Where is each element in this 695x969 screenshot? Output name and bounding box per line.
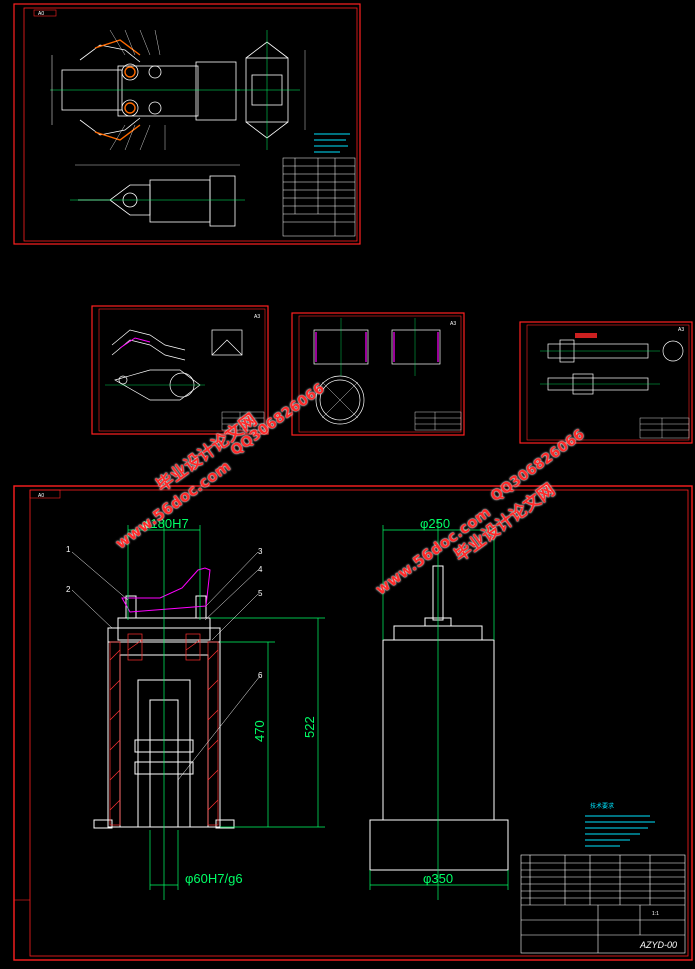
dim-522: 522 — [302, 716, 317, 738]
dim-bottom-right: φ350 — [423, 871, 453, 886]
dim-top-left: φ180H7 — [142, 516, 189, 531]
dim-top-right: φ250 — [420, 516, 450, 531]
part-num-3: 3 — [258, 547, 263, 556]
dim-bottom-left: φ60H7/g6 — [185, 871, 243, 886]
small-sheet-3: A3 — [519, 321, 693, 444]
title-block — [520, 854, 686, 954]
small-sheet-1-badge: A3 — [254, 314, 260, 320]
small-sheet-2: A3 — [291, 312, 465, 436]
part-num-4: 4 — [258, 565, 263, 574]
part-leaders — [71, 551, 261, 781]
part-num-5: 5 — [258, 589, 263, 598]
dim-470: 470 — [252, 720, 267, 742]
small-sheet-1: A3 — [91, 305, 269, 435]
part-num-2: 2 — [66, 585, 71, 594]
scale-label: 1:1 — [652, 911, 659, 917]
tech-req-heading: 技术要求 — [590, 802, 614, 810]
tech-req-lines — [585, 815, 655, 847]
top-sheet-badge: A0 — [38, 11, 44, 17]
part-num-1: 1 — [66, 545, 71, 554]
main-sheet: A0 — [13, 485, 693, 961]
main-sheet-badge: A0 — [38, 493, 44, 499]
drawing-code: AZYD-00 — [639, 940, 677, 950]
small-sheet-3-badge: A3 — [678, 327, 684, 333]
section-hatch — [109, 633, 219, 826]
workpiece-outline — [121, 567, 211, 613]
right-assembly — [369, 565, 509, 871]
top-sheet: A0 — [13, 3, 361, 245]
small-sheet-2-badge: A3 — [450, 321, 456, 327]
part-num-6: 6 — [258, 671, 263, 680]
